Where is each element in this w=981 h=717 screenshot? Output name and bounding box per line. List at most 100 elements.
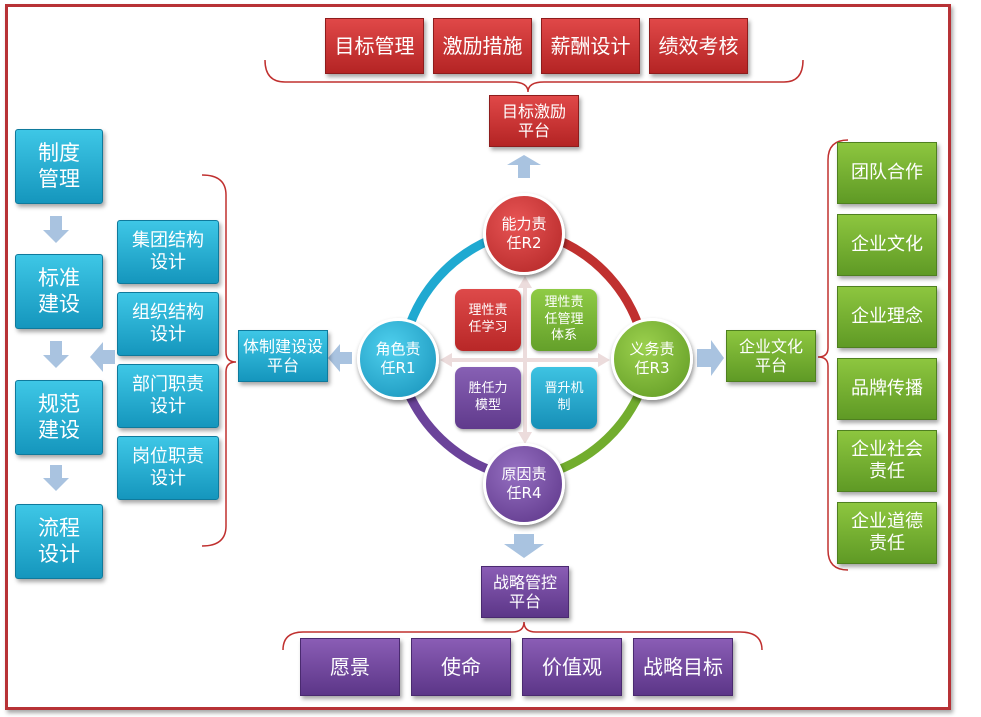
design-department-duties: 部门职责 设计: [117, 364, 219, 428]
design-1-line-2: 设计: [150, 252, 186, 273]
circle-top-line-1: 能力责: [501, 215, 547, 234]
cross-arrow-down: [518, 432, 532, 444]
ring-arc-left-top: [403, 235, 492, 332]
cross-arrow-right: [598, 353, 610, 367]
design-group-structure: 集团结构 设计: [117, 220, 219, 284]
inner-br-line-1: 晋升机: [544, 381, 584, 397]
top-item-performance-review: 绩效考核: [649, 18, 748, 74]
left-column-1-line-1: 制度: [38, 141, 80, 166]
left-column-3-line-1: 规范: [38, 392, 80, 417]
circle-right-line-2: 任R3: [634, 359, 670, 377]
left-column-2-line-2: 建设: [38, 291, 80, 316]
column-arrow-1: [43, 216, 69, 243]
bottom-item-vision: 愿景: [300, 638, 400, 696]
circle-right-line-1: 义务责: [629, 340, 675, 359]
left-brace: [201, 174, 237, 547]
bottom-brace: [282, 621, 763, 651]
right-2-line-1: 企业文化: [851, 234, 923, 256]
left-column-4-line-2: 设计: [38, 541, 80, 566]
left-column-norm-building: 规范 建设: [15, 380, 103, 455]
inner-tl-line-2: 任学习: [468, 320, 508, 335]
design-4-line-2: 设计: [150, 468, 186, 489]
top-platform-line-2: 平台: [517, 121, 550, 140]
right-item-corporate-culture: 企业文化: [837, 214, 937, 276]
column-arrow-2: [43, 341, 69, 368]
design-1-line-1: 集团结构: [132, 230, 204, 252]
right-brace: [817, 139, 849, 571]
inner-tr-line-2: 任管理: [544, 311, 584, 327]
left-column-2-line-1: 标准: [38, 266, 80, 291]
circle-cause-responsibility: 原因责 任R4: [483, 443, 565, 525]
left-platform-line-2: 平台: [266, 356, 299, 375]
design-2-line-2: 设计: [150, 324, 186, 345]
bottom-item-mission: 使命: [411, 638, 511, 696]
right-item-teamwork: 团队合作: [837, 142, 937, 204]
inner-tr-line-3: 体系: [550, 328, 577, 344]
right-6-line-1: 企业道德: [851, 511, 923, 533]
top-platform-line-1: 目标激励: [501, 101, 566, 121]
circle-capability-responsibility: 能力责 任R2: [483, 193, 565, 275]
left-column-1-line-2: 管理: [38, 166, 80, 191]
right-item-social-responsibility: 企业社会 责任: [837, 430, 937, 492]
inner-rational-learning: 理性责 任学习: [455, 289, 521, 351]
circle-left-line-2: 任R1: [380, 359, 416, 377]
right-platform-line-2: 平台: [754, 356, 787, 375]
circle-obligation-responsibility: 义务责 任R3: [611, 318, 693, 400]
circle-bottom-line-2: 任R4: [506, 484, 542, 502]
ring-arc-bottom-left: [403, 390, 492, 475]
right-5-line-2: 责任: [869, 461, 905, 482]
inner-promotion-mechanism: 晋升机 制: [531, 367, 597, 429]
design-2-line-1: 组织结构: [132, 302, 204, 324]
left-column-4-line-1: 流程: [38, 516, 80, 541]
cross-arrow-up: [518, 276, 532, 288]
circle-top-line-2: 任R2: [506, 234, 542, 252]
inner-rational-management-system: 理性责 任管理 体系: [531, 289, 597, 351]
inner-bl-line-1: 胜任力: [468, 381, 508, 397]
arrow-left-to-left-platform: [328, 344, 352, 372]
right-3-line-1: 企业理念: [851, 306, 923, 328]
top-item-target-management: 目标管理: [325, 18, 424, 74]
bottom-platform-line-2: 平台: [508, 592, 541, 611]
left-column-process-design: 流程 设计: [15, 504, 103, 579]
cross-arrow-left: [440, 353, 452, 367]
arrow-left-to-column: [90, 342, 115, 372]
top-item-compensation-design: 薪酬设计: [541, 18, 640, 74]
top-brace: [264, 59, 804, 93]
circle-bottom-line-1: 原因责: [501, 465, 547, 484]
ring-arc-top-right: [556, 235, 645, 332]
right-1-line-1: 团队合作: [851, 162, 923, 184]
inner-tl-line-1: 理性责: [468, 303, 508, 319]
design-4-line-1: 岗位职责: [132, 446, 204, 468]
right-item-moral-responsibility: 企业道德 责任: [837, 502, 937, 564]
outer-frame: [5, 4, 951, 710]
arrow-down-to-bottom-platform: [504, 534, 544, 558]
circle-left-line-1: 角色责: [375, 340, 421, 359]
right-item-corporate-philosophy: 企业理念: [837, 286, 937, 348]
right-6-line-2: 责任: [869, 533, 905, 554]
left-platform: 体制建设设 平台: [238, 330, 328, 382]
left-column-standard-building: 标准 建设: [15, 254, 103, 329]
right-4-line-1: 品牌传播: [851, 378, 923, 400]
inner-tr-line-1: 理性责: [544, 294, 584, 310]
bottom-platform: 战略管控 平台: [481, 566, 569, 618]
arrow-right-to-right-platform: [697, 340, 724, 376]
bottom-item-values: 价值观: [522, 638, 622, 696]
top-item-incentive-measures: 激励措施: [433, 18, 532, 74]
arrow-up-to-top-platform: [507, 155, 541, 178]
bottom-item-strategic-goals: 战略目标: [633, 638, 733, 696]
design-3-line-2: 设计: [150, 396, 186, 417]
right-item-brand-communication: 品牌传播: [837, 358, 937, 420]
design-organization-structure: 组织结构 设计: [117, 292, 219, 356]
right-5-line-1: 企业社会: [851, 439, 923, 461]
left-platform-line-1: 体制建设设: [242, 336, 323, 356]
left-column-system-management: 制度 管理: [15, 129, 103, 204]
right-platform-line-1: 企业文化: [738, 336, 803, 356]
design-3-line-1: 部门职责: [132, 374, 204, 396]
circle-role-responsibility: 角色责 任R1: [357, 318, 439, 400]
inner-br-line-2: 制: [557, 398, 571, 413]
right-platform: 企业文化 平台: [726, 330, 816, 382]
inner-bl-line-2: 模型: [474, 398, 501, 413]
design-position-duties: 岗位职责 设计: [117, 436, 219, 500]
bottom-platform-line-1: 战略管控: [492, 572, 557, 592]
